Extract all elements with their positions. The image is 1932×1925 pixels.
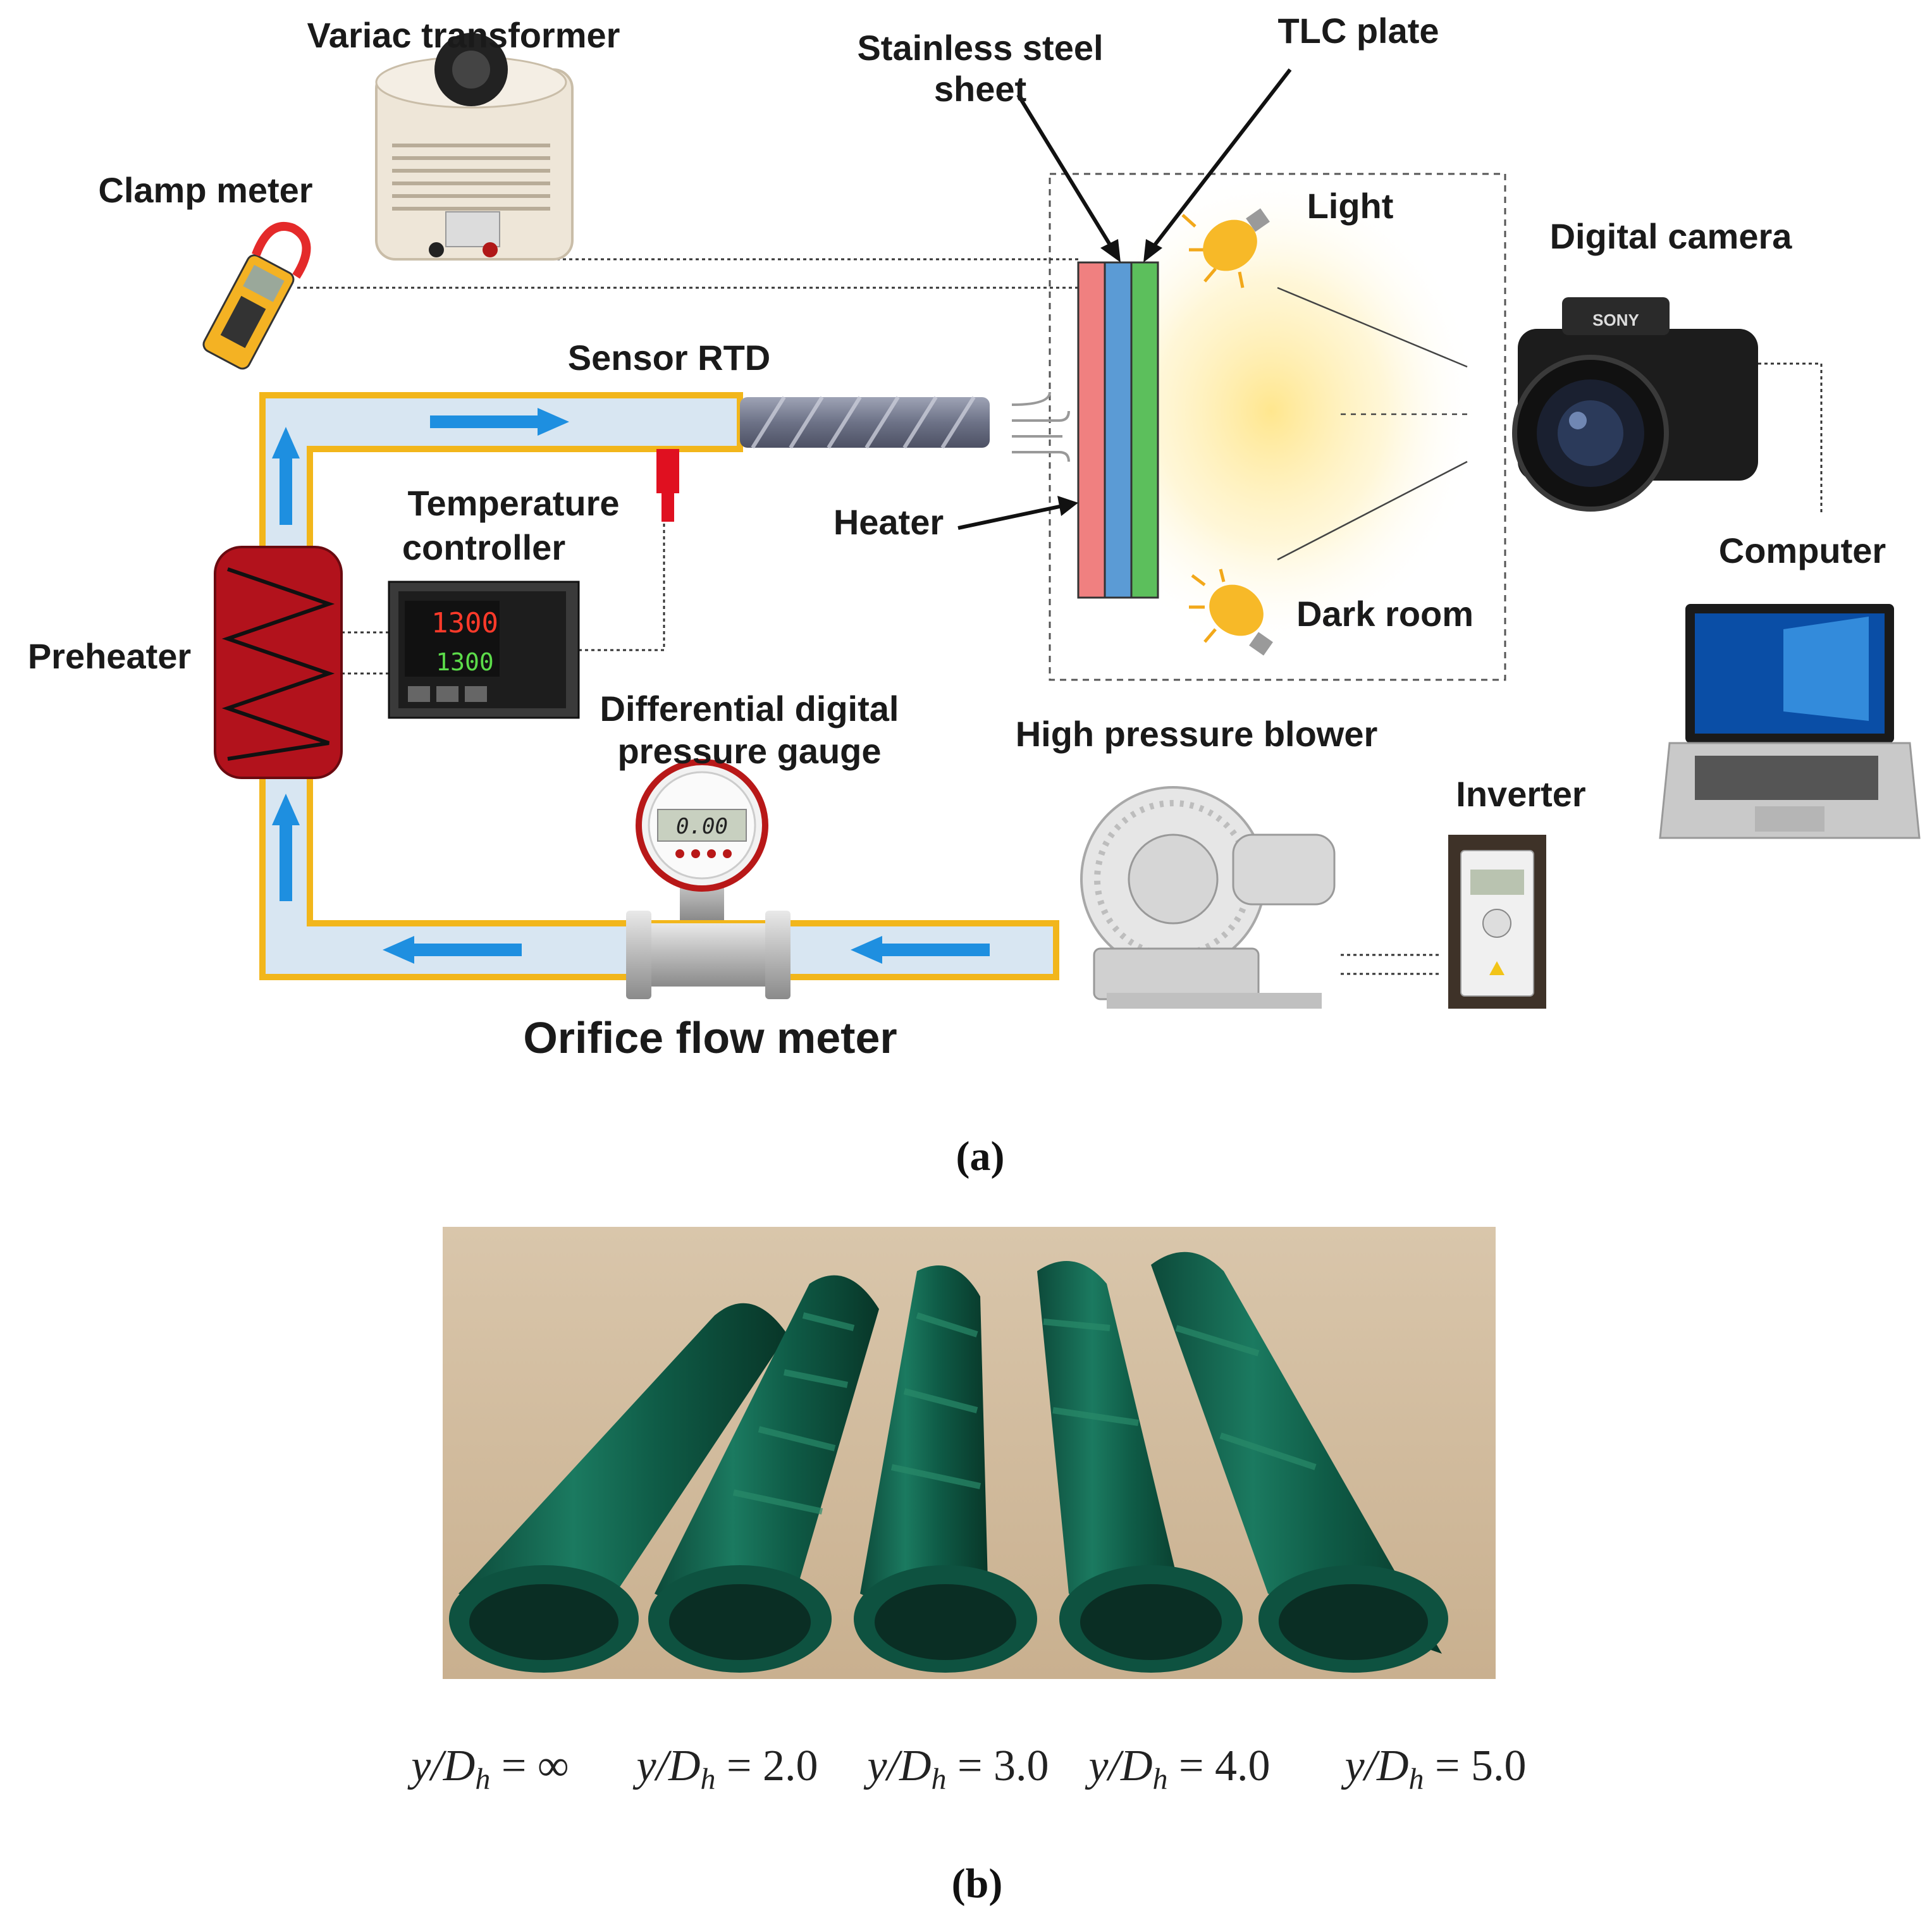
tube-0: [449, 1303, 787, 1673]
tube-1: [648, 1275, 879, 1673]
variac-transformer-icon: [375, 33, 574, 261]
ratio-prefix-3: y/D: [1085, 1742, 1152, 1790]
ratio-prefix-0: y/D: [407, 1742, 475, 1790]
flow-arrow-bottom-left: [383, 936, 522, 964]
label-clamp-meter: Clamp meter: [98, 170, 312, 210]
stainless-steel-sheet: [1104, 261, 1133, 599]
ratio-label-4: y/Dh = 5.0: [1341, 1742, 1526, 1796]
ratio-label-3: y/Dh = 4.0: [1085, 1742, 1270, 1796]
inverter-icon: [1448, 835, 1546, 1009]
label-variac-transformer: Variac transformer: [307, 15, 620, 55]
label-preheater: Preheater: [28, 636, 191, 676]
tube-4: [1151, 1252, 1448, 1673]
flow-arrow-up-upper: [272, 427, 300, 525]
label-temperature-line1: Temperature: [407, 483, 619, 523]
digital-camera-icon: SONY: [1512, 297, 1758, 512]
tlc-plate: [1130, 261, 1159, 599]
label-digital-camera: Digital camera: [1550, 216, 1793, 256]
caption-b: (b): [952, 1860, 1003, 1907]
controller-display-bottom: 1300: [436, 648, 494, 676]
ratio-prefix-1: y/D: [632, 1742, 700, 1790]
caption-a: (a): [956, 1133, 1005, 1179]
pressure-gauge-icon: 0.00: [636, 759, 768, 920]
pointer-arrows: [957, 68, 1292, 530]
ratio-value-4: = 5.0: [1424, 1742, 1527, 1790]
wiring-lines: [297, 258, 1823, 975]
label-sensor-rtd: Sensor RTD: [568, 338, 771, 378]
panel-b: y/Dh = ∞ y/Dh = 2.0 y/Dh = 3.0 y/Dh = 4.…: [407, 1227, 1527, 1907]
tube-3: [1037, 1261, 1243, 1673]
high-pressure-blower-icon: [1080, 786, 1336, 1009]
flow-arrow-top: [430, 408, 569, 436]
ratio-prefix-4: y/D: [1341, 1742, 1408, 1790]
ratio-sub-2: h: [932, 1762, 947, 1796]
ratio-sub-3: h: [1153, 1762, 1168, 1796]
ratio-value-2: = 3.0: [947, 1742, 1049, 1790]
orifice-flow-meter-icon: [626, 911, 791, 999]
plate-stack: [1077, 261, 1159, 599]
label-heater: Heater: [834, 502, 944, 542]
ratio-sub-4: h: [1409, 1762, 1424, 1796]
laptop-computer-icon: [1659, 604, 1921, 839]
label-temperature-line2: controller: [402, 527, 565, 567]
label-stainless-steel-line2: sheet: [934, 69, 1026, 109]
panel-a-labels: Variac transformer Clamp meter Stainless…: [28, 11, 1886, 1062]
controller-display-top: 1300: [431, 607, 498, 639]
label-computer: Computer: [1719, 531, 1886, 570]
twisted-tube-section: [740, 396, 990, 449]
rtd-sensor-probe: [656, 449, 679, 522]
label-inverter: Inverter: [1456, 774, 1585, 814]
panel-a: 1300 1300 0.00: [28, 11, 1921, 1179]
light-bulb-icon-top: [1181, 208, 1270, 288]
label-light: Light: [1307, 186, 1394, 226]
ratio-sub-0: h: [475, 1762, 490, 1796]
ratio-prefix-2: y/D: [863, 1742, 931, 1790]
flow-arrow-up-lower: [272, 794, 300, 901]
label-gauge-line1: Differential digital: [600, 689, 899, 729]
label-orifice-flow-meter: Orifice flow meter: [523, 1013, 897, 1062]
ratio-label-1: y/Dh = 2.0: [632, 1742, 818, 1796]
light-bulb-icon-bottom: [1189, 569, 1273, 656]
light-glow: [1062, 171, 1480, 651]
ratio-label-2: y/Dh = 3.0: [863, 1742, 1049, 1796]
label-dark-room: Dark room: [1296, 594, 1474, 634]
clamp-meter-icon: [202, 221, 311, 370]
ratio-value-0: = ∞: [490, 1742, 569, 1790]
ratio-label-0: y/Dh = ∞: [407, 1742, 569, 1796]
label-stainless-steel-line1: Stainless steel: [857, 28, 1103, 68]
label-gauge-line2: pressure gauge: [617, 731, 881, 771]
flow-arrows: [272, 408, 990, 964]
preheater-icon: [214, 546, 343, 779]
camera-brand: SONY: [1592, 311, 1639, 329]
flow-arrow-bottom-right: [851, 936, 990, 964]
ratio-value-1: = 2.0: [716, 1742, 818, 1790]
gauge-display: 0.00: [676, 814, 728, 839]
camera-sightlines: [1277, 286, 1468, 561]
ratio-value-3: = 4.0: [1168, 1742, 1271, 1790]
label-tlc-plate: TLC plate: [1277, 11, 1439, 51]
heater-sheet: [1077, 261, 1106, 599]
tube-2: [854, 1265, 1037, 1673]
label-high-pressure-blower: High pressure blower: [1016, 714, 1378, 754]
temperature-controller-icon: 1300 1300: [388, 581, 580, 719]
ratio-sub-1: h: [701, 1762, 716, 1796]
air-flow-icon: [1011, 391, 1070, 462]
